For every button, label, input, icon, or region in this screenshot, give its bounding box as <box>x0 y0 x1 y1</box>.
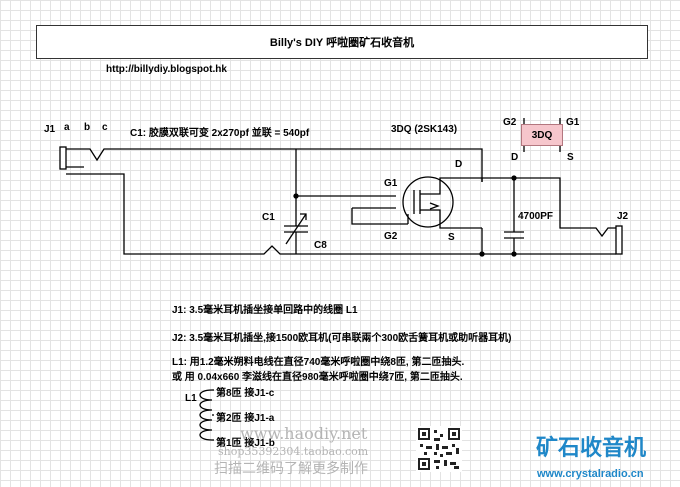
ground-wire <box>66 173 514 255</box>
junction-dot <box>511 175 517 181</box>
j2-label: J2 <box>617 211 629 222</box>
watermark-scan: 扫描二维码了解更多制作 <box>214 461 368 477</box>
watermark-site: www.haodiy.net <box>240 424 368 443</box>
j2-wire <box>514 177 616 238</box>
j1-b-label: b <box>84 122 91 133</box>
qr-code <box>416 426 462 472</box>
j1-jack-body <box>59 146 67 170</box>
s-label: S <box>448 232 455 243</box>
mosfet-drain <box>420 177 482 195</box>
j1-label: J1 <box>44 124 56 135</box>
coil-label: L1 <box>185 393 197 404</box>
mosfet-source <box>420 209 482 229</box>
3dq-package: 3DQ <box>521 124 563 146</box>
c8-label: C8 <box>314 240 327 251</box>
junction-dot <box>293 193 299 199</box>
j2-jack-body <box>615 225 623 255</box>
j1-tip-wire <box>66 148 483 182</box>
mosfet-arrow <box>429 202 440 210</box>
c1-spec: C1: 胶膜双联可变 2x270pf 並联 = 540pf <box>130 128 310 139</box>
g1-label: G1 <box>384 178 398 189</box>
pkg-d-label: D <box>511 152 519 163</box>
coil-l1-symbol <box>199 389 213 441</box>
cap-label: 4700PF <box>518 211 554 222</box>
g2-label: G2 <box>384 231 398 242</box>
note-j1: J1: 3.5毫米耳机插坐接单回路中的线圈 L1 <box>172 305 358 316</box>
c1-arrowhead <box>300 213 307 220</box>
note-l1-alt: 或 用 0.04x660 李滋线在直径980毫米呼啦圈中绕7匝, 第二匝抽头. <box>172 372 463 383</box>
note-j2: J2: 3.5毫米耳机插坐,接1500欧耳机(可串联兩个300欧舌簧耳机或助听器… <box>172 333 512 344</box>
title-box: Billy's DIY 呼啦圈矿石收音机 <box>36 25 648 59</box>
junction-dot <box>511 251 517 257</box>
pkg-name: 3DQ <box>531 129 553 141</box>
note-l1: L1: 用1.2毫米朔料电线在直径740毫米呼啦圈中绕8匝, 第二匝抽头. <box>172 357 465 368</box>
mosfet-circle <box>402 176 454 228</box>
coil-tap-2-text: 第2匝 接J1-a <box>216 413 275 424</box>
j1-a-label: a <box>64 122 70 133</box>
pkg-g2-label: G2 <box>503 117 517 128</box>
junction-dot <box>479 251 485 257</box>
dq-title: 3DQ (2SK143) <box>391 124 458 135</box>
c1-label: C1 <box>262 212 275 223</box>
j1-c-label: c <box>102 122 108 133</box>
pkg-g1-label: G1 <box>566 117 580 128</box>
c1-variable-arrow <box>285 213 307 245</box>
page-title: Billy's DIY 呼啦圈矿石收音机 <box>269 37 415 49</box>
coil-tap-8-text: 第8匝 接J1-c <box>216 388 275 399</box>
watermark-shop: shop35392304.taobao.com <box>218 445 369 458</box>
brand-url: www.crystalradio.cn <box>537 468 644 480</box>
gate2-wire <box>351 208 408 225</box>
d-label: D <box>455 159 463 170</box>
pkg-s-label: S <box>567 152 574 163</box>
brand-name: 矿石收音机 <box>536 436 647 461</box>
coil-tap-1-text: 第1匝 接J1-b <box>216 438 275 449</box>
blog-url: http://billydiy.blogspot.hk <box>106 64 227 75</box>
